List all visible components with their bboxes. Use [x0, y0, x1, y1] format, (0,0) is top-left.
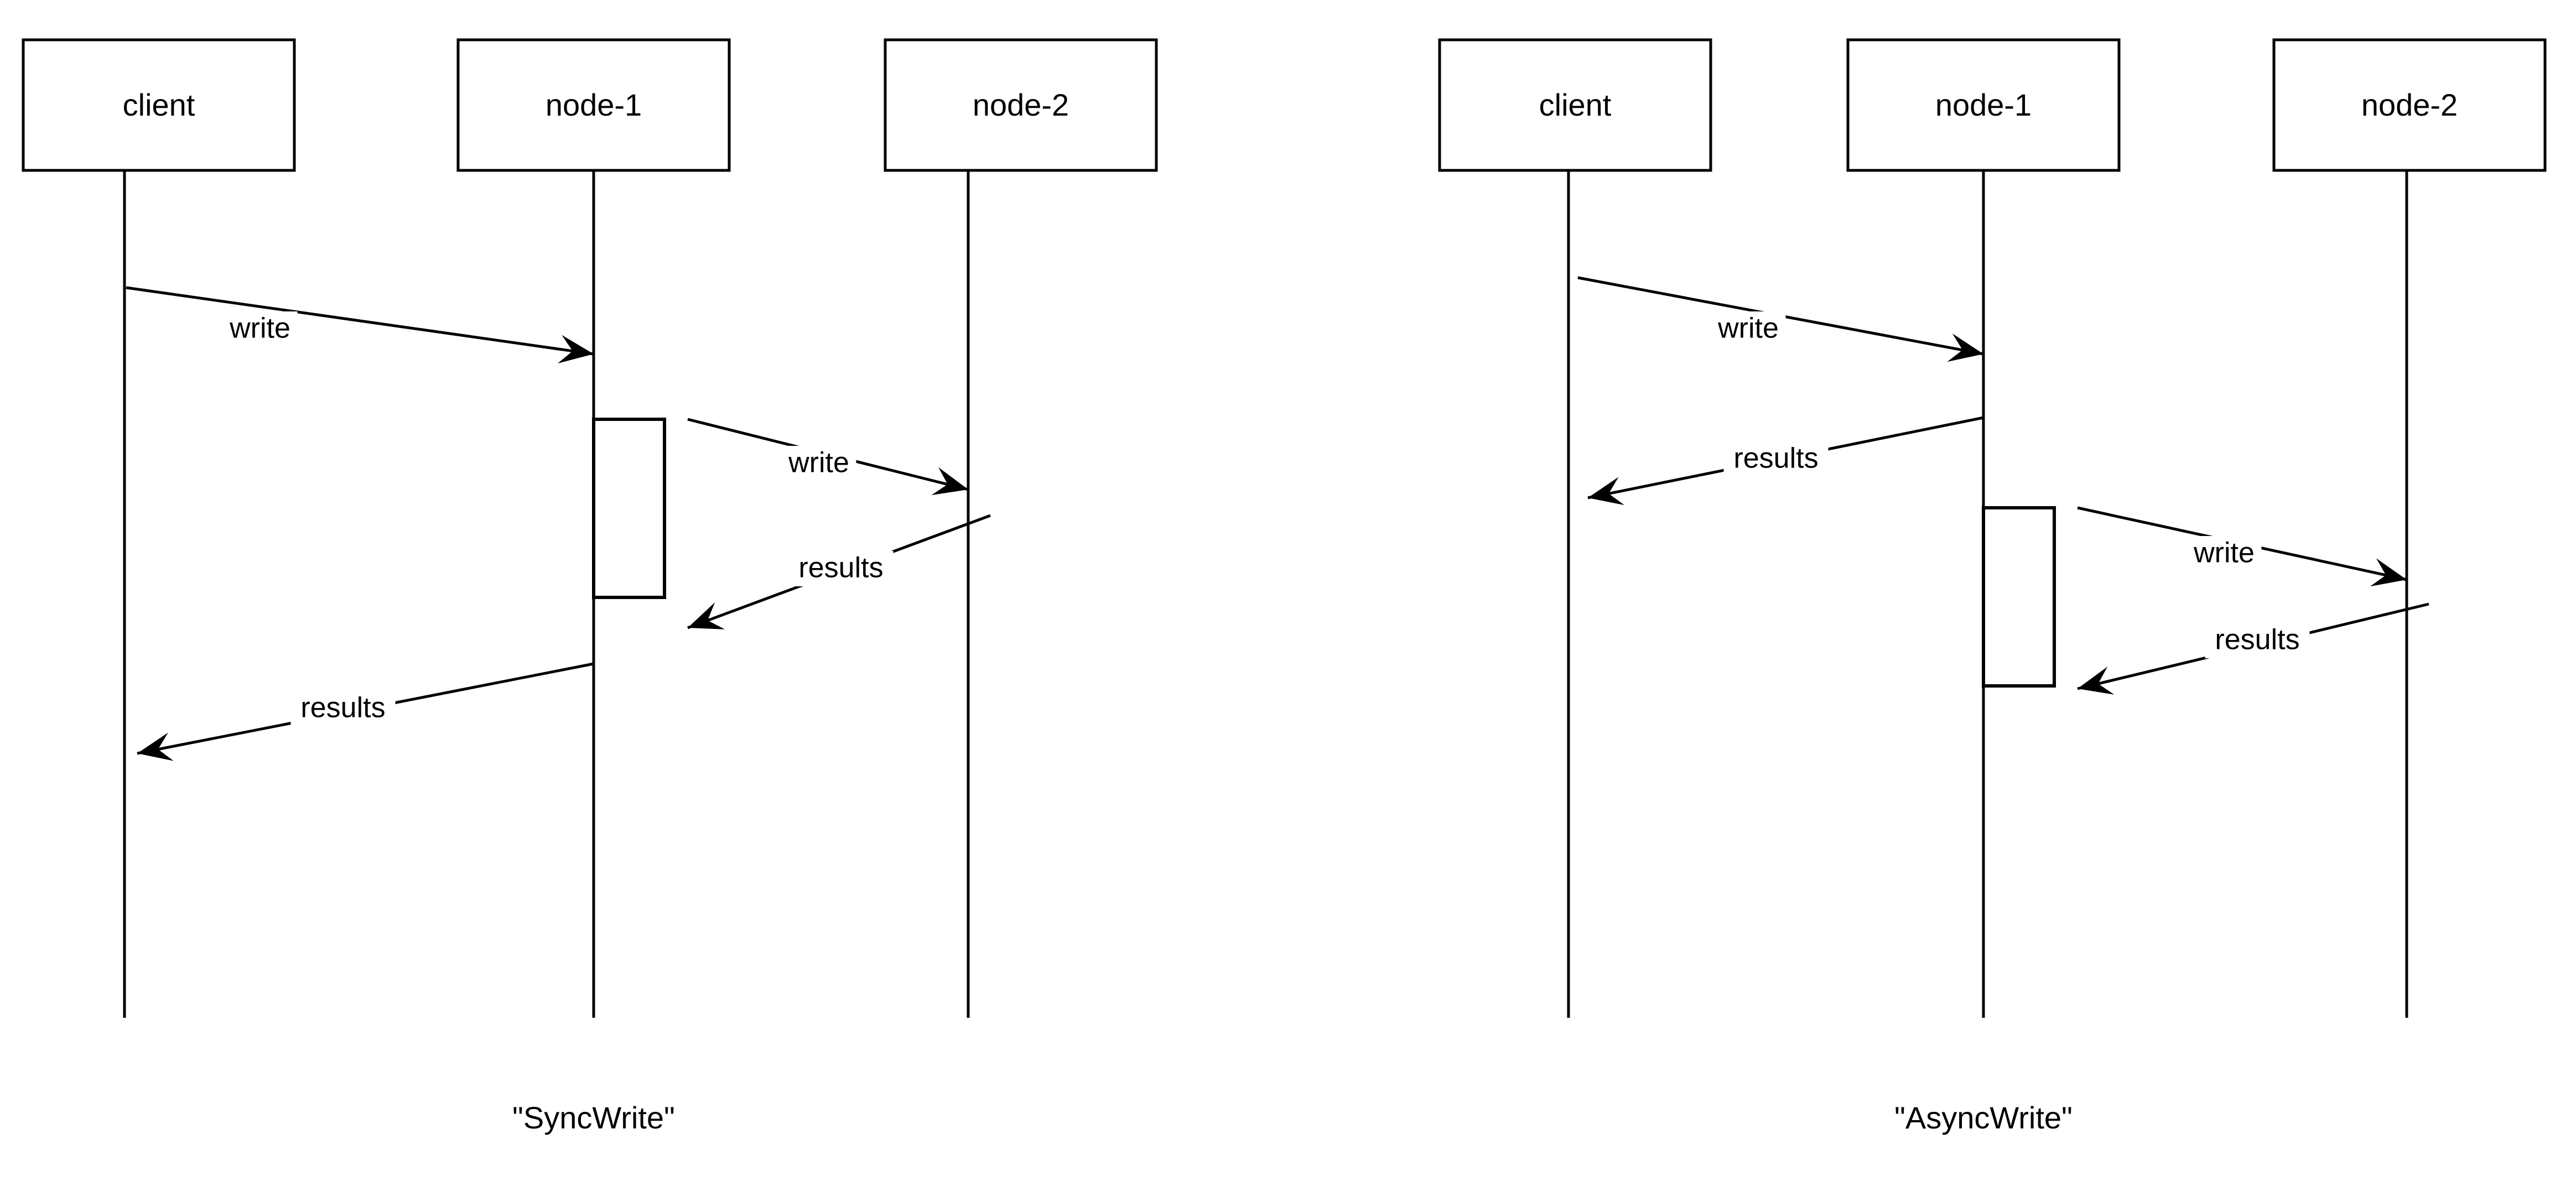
participant-box-node-1[interactable]: [1846, 38, 2121, 172]
message-results-3[interactable]: results: [2077, 602, 2429, 695]
participant-label-node-2: node-2: [973, 87, 1069, 122]
participant-node-2[interactable]: node-2: [884, 38, 1158, 1018]
arrowhead-icon: [1588, 477, 1624, 506]
diagram-async-write: client node-1 node-2 write results write resul…: [1438, 38, 2547, 1135]
participant-label-client: client: [123, 87, 195, 122]
activation-bar-node-1: [1982, 506, 2056, 688]
message-label: write: [1717, 313, 1779, 345]
message-write-0[interactable]: write: [1577, 276, 1984, 362]
message-label: results: [300, 692, 385, 724]
arrowhead-icon: [688, 602, 725, 629]
message-label: write: [788, 447, 849, 479]
message-label-backdrop: [1711, 311, 1786, 347]
arrowhead-icon: [931, 467, 968, 496]
arrowhead-icon: [137, 732, 174, 761]
participant-box-node-2[interactable]: [884, 38, 1158, 172]
message-label: write: [229, 313, 290, 345]
participant-client[interactable]: client: [1438, 38, 1712, 1018]
message-label: results: [1733, 443, 1818, 475]
participant-client[interactable]: client: [22, 38, 296, 1018]
message-results-1[interactable]: results: [1587, 416, 1984, 506]
message-line: [126, 286, 594, 356]
message-write-1[interactable]: write: [687, 418, 969, 496]
participant-box-client[interactable]: [22, 38, 296, 172]
message-label-backdrop: [1723, 441, 1829, 477]
participant-box-client[interactable]: [1438, 38, 1712, 172]
activation-bar-node-1: [592, 418, 666, 599]
participant-box-node-1[interactable]: [456, 38, 731, 172]
participant-node-1[interactable]: node-1: [1846, 38, 2121, 1018]
message-results-3[interactable]: results: [137, 662, 594, 761]
message-results-2[interactable]: results: [687, 514, 991, 629]
participant-box-node-2[interactable]: [2272, 38, 2547, 172]
arrowhead-icon: [557, 335, 594, 364]
message-label-backdrop: [290, 691, 396, 726]
message-write-0[interactable]: write: [126, 286, 594, 364]
participant-node-2[interactable]: node-2: [2272, 38, 2547, 1018]
participant-label-client: client: [1539, 87, 1612, 122]
participant-label-node-1: node-1: [546, 87, 642, 122]
message-write-2[interactable]: write: [2077, 506, 2407, 587]
diagram-caption-async-write: "AsyncWrite": [1894, 1100, 2073, 1135]
message-label-backdrop: [2187, 536, 2262, 571]
message-label-backdrop: [2205, 623, 2310, 658]
message-label: results: [2215, 624, 2299, 656]
message-label: results: [798, 552, 883, 584]
diagram-sync-write: client node-1 node-2 write write results resul…: [22, 38, 1158, 1135]
diagram-caption-sync-write: "SyncWrite": [512, 1100, 675, 1135]
message-label-backdrop: [788, 551, 894, 586]
message-label-backdrop: [222, 311, 298, 347]
participant-node-1[interactable]: node-1: [456, 38, 731, 1018]
participant-label-node-1: node-1: [1935, 87, 2032, 122]
arrowhead-icon: [1947, 333, 1983, 362]
participant-label-node-2: node-2: [2361, 87, 2458, 122]
arrowhead-icon: [2078, 667, 2115, 695]
message-label: write: [2193, 537, 2255, 569]
arrowhead-icon: [2370, 558, 2407, 587]
message-label-backdrop: [781, 446, 856, 481]
